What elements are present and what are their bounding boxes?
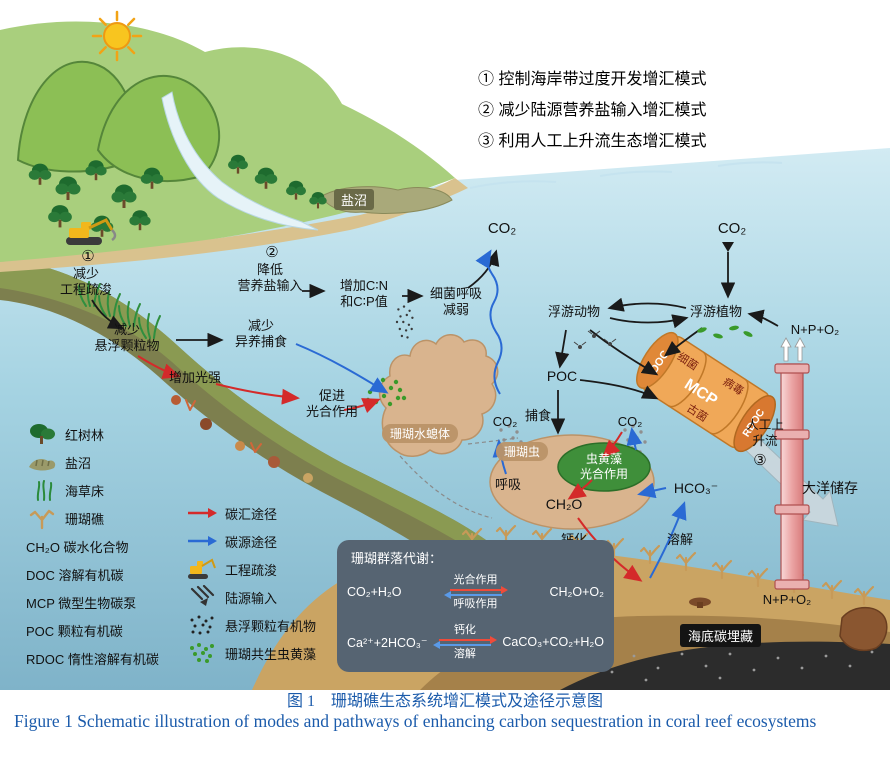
carbon-sink-arrows xyxy=(137,355,643,582)
saltmarsh-tag: 盐沼 xyxy=(334,189,375,210)
label-co2-rising: CO₂ xyxy=(487,220,517,237)
label-hco3: HCO₃⁻ xyxy=(673,480,719,496)
label-npo2-top: N+P+O₂ xyxy=(790,322,840,337)
reef-corals xyxy=(461,524,888,652)
phytoplankton-icons xyxy=(697,325,753,339)
legend-item-mcp: MCP 微型生物碳泵 xyxy=(26,595,137,611)
reaction2-right: CaCO₃+CO₂+H₂O xyxy=(502,635,604,650)
legend-item-dredging: 工程疏浚 xyxy=(186,555,316,583)
reaction-photosynthesis: CO₂+H₂O 光合作用 呼吸作用 CH₂O+O₂ xyxy=(347,574,604,610)
coral-reef-icon xyxy=(29,509,55,530)
particles-icon xyxy=(190,615,214,635)
flow-arrows-black xyxy=(91,249,779,435)
label-predation: 捕食 xyxy=(524,408,551,423)
reaction1-forward-label: 光合作用 xyxy=(453,574,498,586)
reaction2-forward-label: 钙化 xyxy=(453,624,476,636)
marker-1: ① xyxy=(81,248,95,265)
label-poc: POC xyxy=(546,368,578,384)
label-photosynthesis-boost: 促进 光合作用 xyxy=(305,388,358,420)
excavator-icon xyxy=(66,218,117,245)
legend-item-land-input: 陆源输入 xyxy=(186,583,316,611)
label-bacterial-respiration: 细菌呼吸 减弱 xyxy=(429,286,482,318)
seabed-burial-tag: 海底碳埋藏 xyxy=(680,624,762,647)
marker-2: ② xyxy=(265,244,279,261)
reaction1-reverse-label: 呼吸作用 xyxy=(453,597,498,610)
land-input-icon xyxy=(190,585,215,606)
label-zooplankton: 浮游动物 xyxy=(547,304,600,319)
label-light-increase: 增加光强 xyxy=(168,370,221,385)
metabolism-box: 珊瑚群落代谢： CO₂+H₂O 光合作用 呼吸作用 CH₂O+O₂ Ca²⁺+2… xyxy=(337,540,614,672)
zooplankton-icons xyxy=(573,330,617,349)
label-upwelling: 人工上 升流 xyxy=(746,418,784,448)
legend-item-poc: POC 颗粒有机碳 xyxy=(26,623,123,639)
label-ch2o: CH₂O xyxy=(545,496,583,512)
upwelling-pipe xyxy=(774,337,810,590)
label-co2-plume-right: CO₂ xyxy=(617,414,643,429)
shoreline xyxy=(0,178,468,272)
sink-arrow-icon xyxy=(188,508,217,518)
label-npo2-bottom: N+P+O₂ xyxy=(762,592,812,607)
label-nutrient-input: 降低 营养盐输入 xyxy=(237,262,303,294)
sun-icon xyxy=(91,10,143,62)
reverse-arrow-icon xyxy=(443,590,502,599)
coral-polyp-tag: 珊瑚水螅体 xyxy=(382,424,459,443)
label-suspended-particles: 减少 悬浮颗粒物 xyxy=(94,322,160,354)
legend-column-1: 红树林 盐沼 海草床 珊瑚礁 CH₂O 碳水化合物 DOC 溶解有机碳 MCP … xyxy=(26,420,159,672)
legend-item-coral-reef: 珊瑚礁 xyxy=(26,504,159,532)
label-respiration: 呼吸 xyxy=(494,477,521,492)
legend-item-ch2o: CH₂O 碳水化合物 xyxy=(26,539,129,555)
mode-item-2: ② 减少陆源营养盐输入增汇模式 xyxy=(478,102,707,119)
reaction2-reverse-label: 溶解 xyxy=(453,647,476,660)
forward-arrow-icon xyxy=(449,585,508,594)
caption-chinese: 图 1 珊瑚礁生态系统增汇模式及途径示意图 xyxy=(286,693,603,710)
marker-3: ③ xyxy=(753,452,767,469)
label-zooxanthellae: 虫黄藻 光合作用 xyxy=(579,452,628,481)
label-heterotrophy: 减少 异养捕食 xyxy=(234,318,287,350)
legend-item-symbiont-zoox: 珊瑚共生虫黄藻 xyxy=(186,639,316,667)
legend-item-mangrove: 红树林 xyxy=(26,420,159,448)
brown-coral xyxy=(839,606,888,652)
co2-sink-triangle xyxy=(722,242,734,252)
legend-item-rdoc: RDOC 惰性溶解有机碳 xyxy=(26,651,159,667)
label-phytoplankton: 浮游植物 xyxy=(689,304,742,319)
mode-item-3: ③ 利用人工上升流生态增汇模式 xyxy=(478,133,707,150)
legend-item-doc: DOC 溶解有机碳 xyxy=(26,567,124,583)
legend-item-source-pathway: 碳源途径 xyxy=(186,527,316,555)
river xyxy=(161,91,319,231)
legend-item-saltmarsh: 盐沼 xyxy=(26,448,159,476)
seagrass-icon xyxy=(36,480,53,501)
mangrove-icon xyxy=(30,424,55,444)
mode-item-1: ① 控制海岸带过度开发增汇模式 xyxy=(478,71,707,88)
label-cn-cp-ratio: 增加C∶N 和C∶P值 xyxy=(339,278,389,310)
reaction2-left: Ca²⁺+2HCO₃⁻ xyxy=(347,635,428,650)
coral-worm-tag: 珊瑚虫 xyxy=(496,442,549,461)
mode-list: ① 控制海岸带过度开发增汇模式 ② 减少陆源营养盐输入增汇模式 ③ 利用人工上升… xyxy=(478,64,706,157)
label-co2-sinking: CO₂ xyxy=(717,220,747,237)
zoox-icon xyxy=(190,643,214,663)
legend-column-2: 碳汇途径 碳源途径 工程疏浚 陆源输入 悬浮颗粒有机物 xyxy=(186,499,316,667)
carbon-source-arrows xyxy=(295,249,687,579)
nutrient-up-arrow xyxy=(794,337,806,362)
label-dissolution: 溶解 xyxy=(666,532,693,547)
reaction-calcification: Ca²⁺+2HCO₃⁻ 钙化 溶解 CaCO₃+CO₂+H₂O xyxy=(347,624,604,660)
label-ocean-storage: 大洋储存 xyxy=(802,480,858,496)
metabolism-title: 珊瑚群落代谢： xyxy=(351,551,443,566)
excavator-icon xyxy=(188,558,216,579)
source-arrow-icon xyxy=(188,536,217,546)
reaction1-right: CH₂O+O₂ xyxy=(549,585,604,600)
label-co2-plume-left: CO₂ xyxy=(492,414,518,429)
saltmarsh-icon xyxy=(29,459,56,471)
reaction1-left: CO₂+H₂O xyxy=(347,585,402,600)
forward-arrow-icon xyxy=(438,635,497,644)
underwater-slope xyxy=(0,258,486,572)
label-dredging: 减少 工程疏浚 xyxy=(59,266,112,298)
legend-item-sink-pathway: 碳汇途径 xyxy=(186,499,316,527)
legend-item-seagrass: 海草床 xyxy=(26,476,159,504)
nutrient-up-arrow xyxy=(780,337,792,362)
caption-english: Figure 1 Schematic illustration of modes… xyxy=(14,711,817,731)
legend-item-suspended-pom: 悬浮颗粒有机物 xyxy=(186,611,316,639)
reverse-arrow-icon xyxy=(432,640,491,649)
